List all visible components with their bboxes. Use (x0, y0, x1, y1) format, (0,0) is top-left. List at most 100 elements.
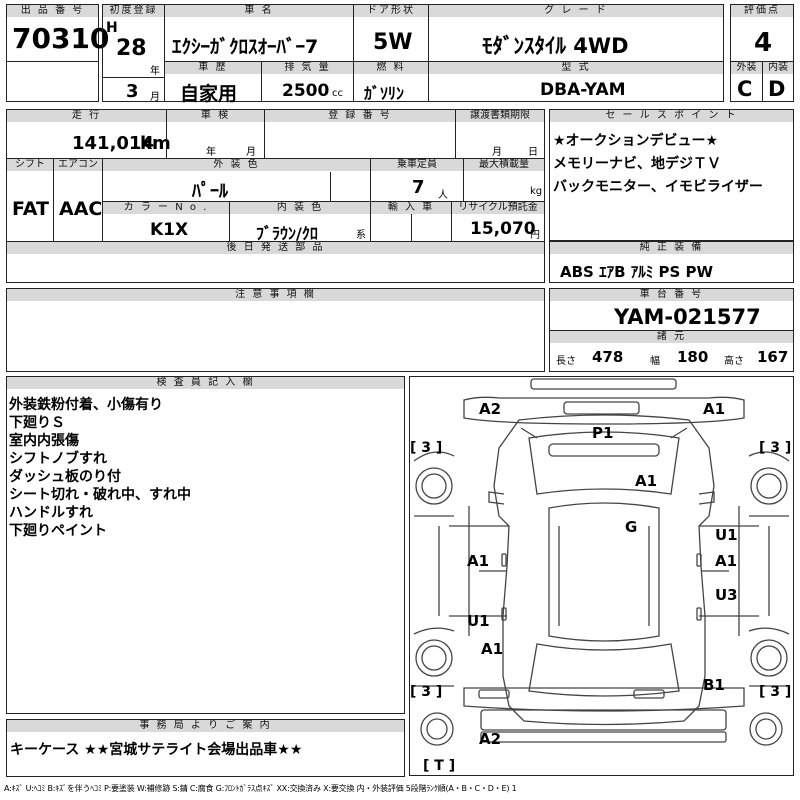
import-header: 輸 入 車 (371, 202, 451, 214)
wheel-rear-right (750, 639, 788, 677)
mark-u1-right: U1 (715, 526, 738, 544)
transfer-header: 譲渡書類期限 (456, 110, 544, 122)
car-diagram: A2 A1 P1 A1 G U1 A1 A1 U3 U1 A1 B1 A2 [ … (409, 376, 794, 776)
office-value: キーケース ★★宮城サテライト会場出品車★★ (10, 742, 303, 758)
left-door-line (468, 506, 507, 636)
rear-lamp-right (633, 689, 665, 699)
rear-view (463, 687, 745, 712)
tire-rear-right: [ 3 ] (759, 684, 792, 700)
wheel-rear-left (415, 639, 453, 677)
sales-point-line: バックモニター、イモビライザー (553, 179, 763, 195)
hood-panel (548, 443, 660, 457)
spec-width-value: 180 (677, 348, 709, 366)
inspection-year-unit: 年 (206, 147, 216, 158)
diagram-box (409, 376, 794, 776)
mark-a2-top: A2 (479, 400, 502, 418)
first-reg-month-unit: 月 (150, 92, 160, 103)
chassis-divider (549, 330, 794, 331)
inspector-line: ダッシュ板のり付 (9, 469, 121, 485)
lot-lower-box (6, 61, 99, 102)
mark-g: G (625, 518, 638, 536)
inspector-line: 外装鉄粉付着、小傷有り (9, 397, 163, 413)
equipment-box (549, 241, 794, 283)
left-handle-front (501, 553, 507, 567)
sales-points-header: セ ー ル ス ポ イ ン ト (550, 110, 793, 122)
left-handle-rear (501, 607, 507, 621)
inspector-line: ハンドルすれ (9, 505, 93, 521)
car-name: ｴｸｼｰｶﾞｸﾛｽｵｰﾊﾞｰ7 (172, 36, 319, 58)
right-door-line (701, 506, 740, 636)
score-header: 評価点 (731, 5, 793, 17)
spec-height-value: 167 (757, 348, 789, 366)
first-reg-month: 3 (126, 81, 139, 102)
spec-length-label: 長さ (556, 356, 576, 367)
inspector-line: シフトノブすれ (9, 451, 107, 467)
first-reg-era: H (106, 20, 118, 36)
tire-front-right: [ 3 ] (759, 440, 792, 456)
equipment-header: 純 正 装 備 (550, 242, 793, 254)
mark-a1-right: A1 (715, 552, 738, 570)
displacement-value: 2500 (282, 81, 330, 101)
inspection-header: 車 検 (167, 110, 264, 122)
inspector-line: 室内内張傷 (9, 433, 79, 449)
displacement-unit: cc (332, 88, 343, 99)
fender-rear-right (748, 627, 790, 687)
spec-length-value: 478 (592, 348, 624, 366)
lot-number: 70310 (12, 22, 110, 55)
aircon-header: エアコン (54, 159, 102, 171)
right-mirror (698, 491, 715, 505)
aircon-value: AAC (59, 198, 103, 220)
right-handle-rear (696, 607, 702, 621)
inspector-line: 下廻りペイント (9, 523, 107, 539)
color-no-value: K1X (150, 220, 189, 240)
sales-points-box (549, 109, 794, 241)
front-bumper (530, 378, 677, 390)
max-load-unit: kg (530, 186, 543, 197)
left-mirror (488, 491, 505, 505)
left-side (438, 525, 509, 617)
spare-tire-2 (749, 712, 783, 746)
car-name-header: 車 名 (165, 5, 353, 17)
inspector-line: 下廻りＳ (9, 415, 65, 431)
int-grade-value: D (768, 77, 786, 101)
mileage-unit: km (140, 133, 171, 154)
later-parts-header: 後 日 発 送 部 品 (7, 242, 544, 254)
specs-header: 諸 元 (550, 331, 793, 343)
shift-header: シフト (7, 159, 53, 171)
displacement-header: 排 気 量 (262, 62, 353, 74)
tire-rear-left: [ 3 ] (410, 684, 443, 700)
notes-header: 注 意 事 項 欄 (7, 289, 544, 301)
rear-lamp-left (478, 689, 510, 699)
model-header: 型 式 (429, 62, 723, 74)
door-header: ドア形状 (354, 5, 428, 17)
inspector-box (6, 376, 405, 714)
first-reg-year-unit: 年 (150, 66, 160, 77)
capacity-unit: 人 (438, 190, 448, 201)
mark-b1: B1 (703, 676, 725, 694)
legend: A:ｷｽﾞ U:ﾍｺﾐ B:ｷｽﾞを伴うﾍｺﾐ P:要塗装 W:補修跡 S:錆 … (4, 784, 517, 793)
spare-tire (420, 712, 454, 746)
fender-front-left (413, 451, 455, 517)
score-value: 4 (754, 28, 773, 58)
transfer-month-unit: 月 (492, 147, 502, 158)
hood-line (520, 427, 688, 439)
fender-front-right (748, 451, 790, 517)
inspector-line: シート切れ・破れ中、すれ中 (9, 487, 191, 503)
history-header: 車 歴 (165, 62, 261, 74)
ext-color-value: ﾊﾟｰﾙ (192, 181, 228, 202)
shift-value: FAT (12, 198, 49, 220)
int-color-suffix: 系 (356, 230, 366, 241)
int-grade-box (762, 61, 794, 102)
sales-point-line: ★オークションデビュー★ (553, 133, 719, 149)
mark-a1-hood: A1 (635, 472, 658, 490)
office-header: 事 務 局 よ り ご 案 内 (7, 720, 404, 732)
notes-box (6, 288, 545, 372)
equipment-value: ABS ｴｱB ｱﾙﾐ PS PW (560, 263, 714, 281)
inspector-header: 検 査 員 記 入 欄 (7, 377, 404, 389)
mark-u3: U3 (715, 586, 738, 604)
office-box (6, 719, 405, 777)
fuel-value: ｶﾞｿﾘﾝ (364, 84, 405, 103)
rear-bumper-lower (480, 731, 727, 743)
lot-header: 出 品 番 号 (7, 5, 98, 17)
mark-a2-bottom: A2 (479, 730, 502, 748)
